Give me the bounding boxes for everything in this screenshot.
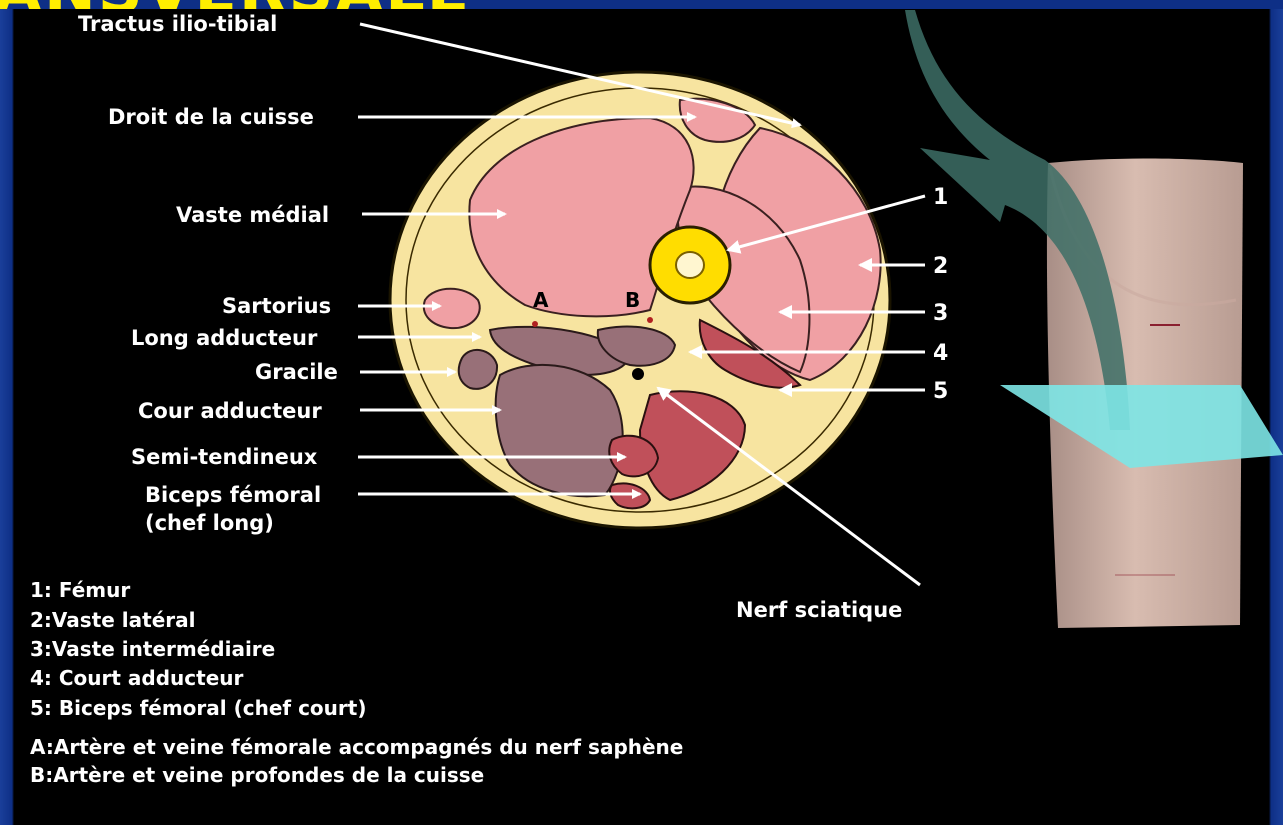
label-biceps-line2: (chef long) <box>145 511 274 535</box>
label-semi-tendineux: Semi-tendineux <box>131 445 318 469</box>
label-number-1: 1 <box>933 185 948 210</box>
legend-item-2: 2:Vaste latéral <box>30 610 195 630</box>
label-nerf-sciatique: Nerf sciatique <box>736 598 902 622</box>
section-plane <box>1000 385 1283 468</box>
gracile-muscle <box>459 350 497 389</box>
label-vaste-medial: Vaste médial <box>176 203 329 227</box>
sciatic-nerf-dot <box>632 368 644 380</box>
label-number-2: 2 <box>933 254 948 279</box>
label-letter-b: B <box>625 288 640 312</box>
label-cour-adducteur: Cour adducteur <box>138 399 322 423</box>
label-sartorius: Sartorius <box>222 294 331 318</box>
vessel-a <box>532 321 538 327</box>
legend-item-1: 1: Fémur <box>30 580 130 600</box>
label-droit: Droit de la cuisse <box>108 105 314 129</box>
label-number-4: 4 <box>933 341 948 366</box>
label-biceps-line1: Biceps fémoral <box>145 483 321 507</box>
label-tractus: Tractus ilio-tibial <box>78 12 277 36</box>
sartorius-muscle <box>424 289 480 328</box>
legend-item-3: 3:Vaste intermédiaire <box>30 639 275 659</box>
legend-item-5: 5: Biceps fémoral (chef court) <box>30 698 366 718</box>
label-number-5: 5 <box>933 379 948 404</box>
label-letter-a: A <box>533 288 549 312</box>
legend-item-4: 4: Court adducteur <box>30 668 243 688</box>
legend-item-b: B:Artère et veine profondes de la cuisse <box>30 765 484 785</box>
label-number-3: 3 <box>933 301 948 326</box>
legend-item-a: A:Artère et veine fémorale accompagnés d… <box>30 737 683 757</box>
label-gracile: Gracile <box>255 360 338 384</box>
vessel-b <box>647 317 653 323</box>
femur-canal <box>676 252 704 278</box>
label-long-adducteur: Long adducteur <box>131 326 318 350</box>
